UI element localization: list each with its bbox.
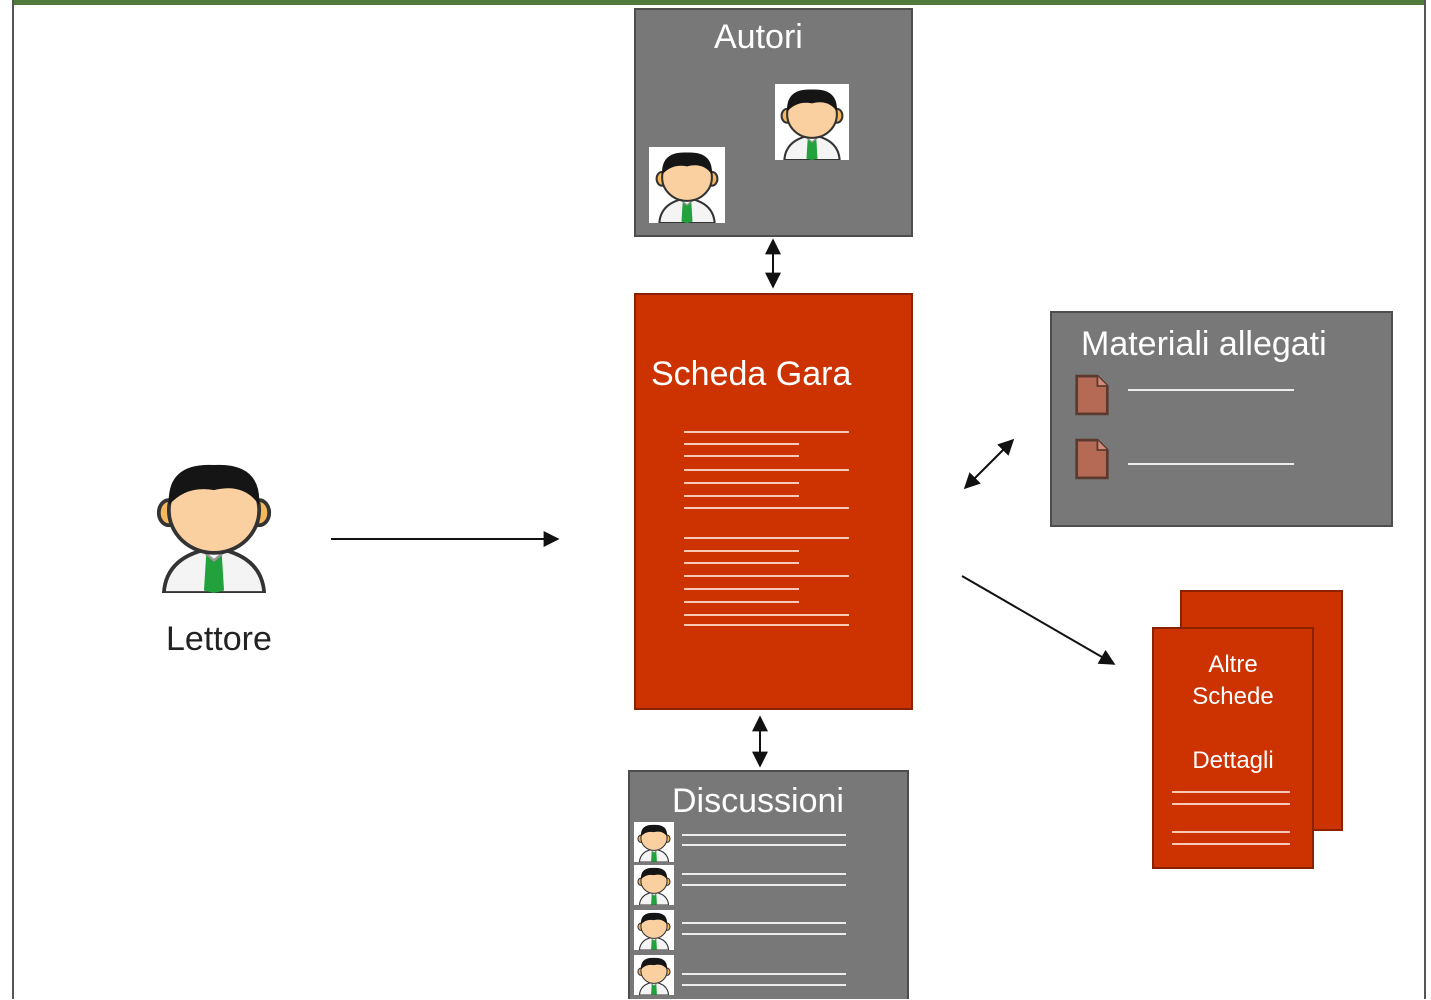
text-line bbox=[1172, 803, 1290, 805]
text-line bbox=[684, 601, 799, 603]
text-line bbox=[1172, 843, 1290, 845]
person-icon bbox=[634, 910, 674, 950]
top-accent-bar bbox=[12, 0, 1426, 5]
document-icon bbox=[1074, 373, 1110, 417]
altre-schede-front-card: Altre Schede Dettagli bbox=[1152, 627, 1314, 869]
discussion-avatar bbox=[634, 910, 674, 950]
discussion-avatar bbox=[634, 865, 674, 905]
text-line bbox=[684, 614, 849, 616]
text-line bbox=[682, 844, 846, 846]
author-avatar-1 bbox=[775, 84, 849, 160]
text-line bbox=[684, 575, 849, 577]
text-line bbox=[684, 624, 849, 626]
text-line bbox=[1172, 791, 1290, 793]
text-line bbox=[684, 537, 849, 539]
text-line bbox=[682, 984, 846, 986]
text-line bbox=[682, 922, 846, 924]
text-line bbox=[684, 431, 849, 433]
text-line bbox=[684, 588, 799, 590]
discussioni-title: Discussioni bbox=[672, 782, 844, 820]
text-line bbox=[684, 443, 799, 445]
text-line bbox=[684, 507, 849, 509]
altre-schede-label-2: Schede bbox=[1192, 683, 1274, 710]
scheda-gara-box: Scheda Gara bbox=[634, 293, 913, 710]
person-icon bbox=[634, 865, 674, 905]
document-icon bbox=[1074, 437, 1110, 481]
person-icon bbox=[649, 147, 725, 223]
text-line bbox=[682, 973, 846, 975]
discussioni-box: Discussioni bbox=[628, 770, 909, 999]
discussion-avatar bbox=[634, 955, 674, 995]
person-icon bbox=[775, 84, 849, 160]
lettore-label: Lettore bbox=[166, 620, 272, 658]
text-line bbox=[1172, 831, 1290, 833]
text-line bbox=[684, 455, 799, 457]
discussion-avatar bbox=[634, 822, 674, 862]
materiali-allegati-title: Materiali allegati bbox=[1081, 325, 1327, 363]
text-line bbox=[684, 495, 799, 497]
text-line bbox=[1128, 389, 1294, 391]
lettore-person-icon bbox=[150, 455, 278, 593]
person-icon bbox=[634, 822, 674, 862]
materiali-allegati-box: Materiali allegati bbox=[1050, 311, 1393, 527]
text-line bbox=[684, 562, 799, 564]
text-line bbox=[682, 933, 846, 935]
person-icon bbox=[634, 955, 674, 995]
text-line bbox=[682, 834, 846, 836]
slide-frame bbox=[12, 0, 1426, 999]
text-line bbox=[1128, 463, 1294, 465]
dettagli-label: Dettagli bbox=[1192, 747, 1274, 774]
altre-schede-label-1: Altre bbox=[1208, 651, 1258, 678]
text-line bbox=[684, 550, 799, 552]
scheda-gara-title: Scheda Gara bbox=[651, 355, 852, 393]
autori-title: Autori bbox=[714, 18, 803, 56]
text-line bbox=[682, 873, 846, 875]
text-line bbox=[682, 884, 846, 886]
text-line bbox=[684, 469, 849, 471]
text-line bbox=[684, 482, 799, 484]
autori-box: Autori bbox=[634, 8, 913, 237]
author-avatar-2 bbox=[649, 147, 725, 223]
